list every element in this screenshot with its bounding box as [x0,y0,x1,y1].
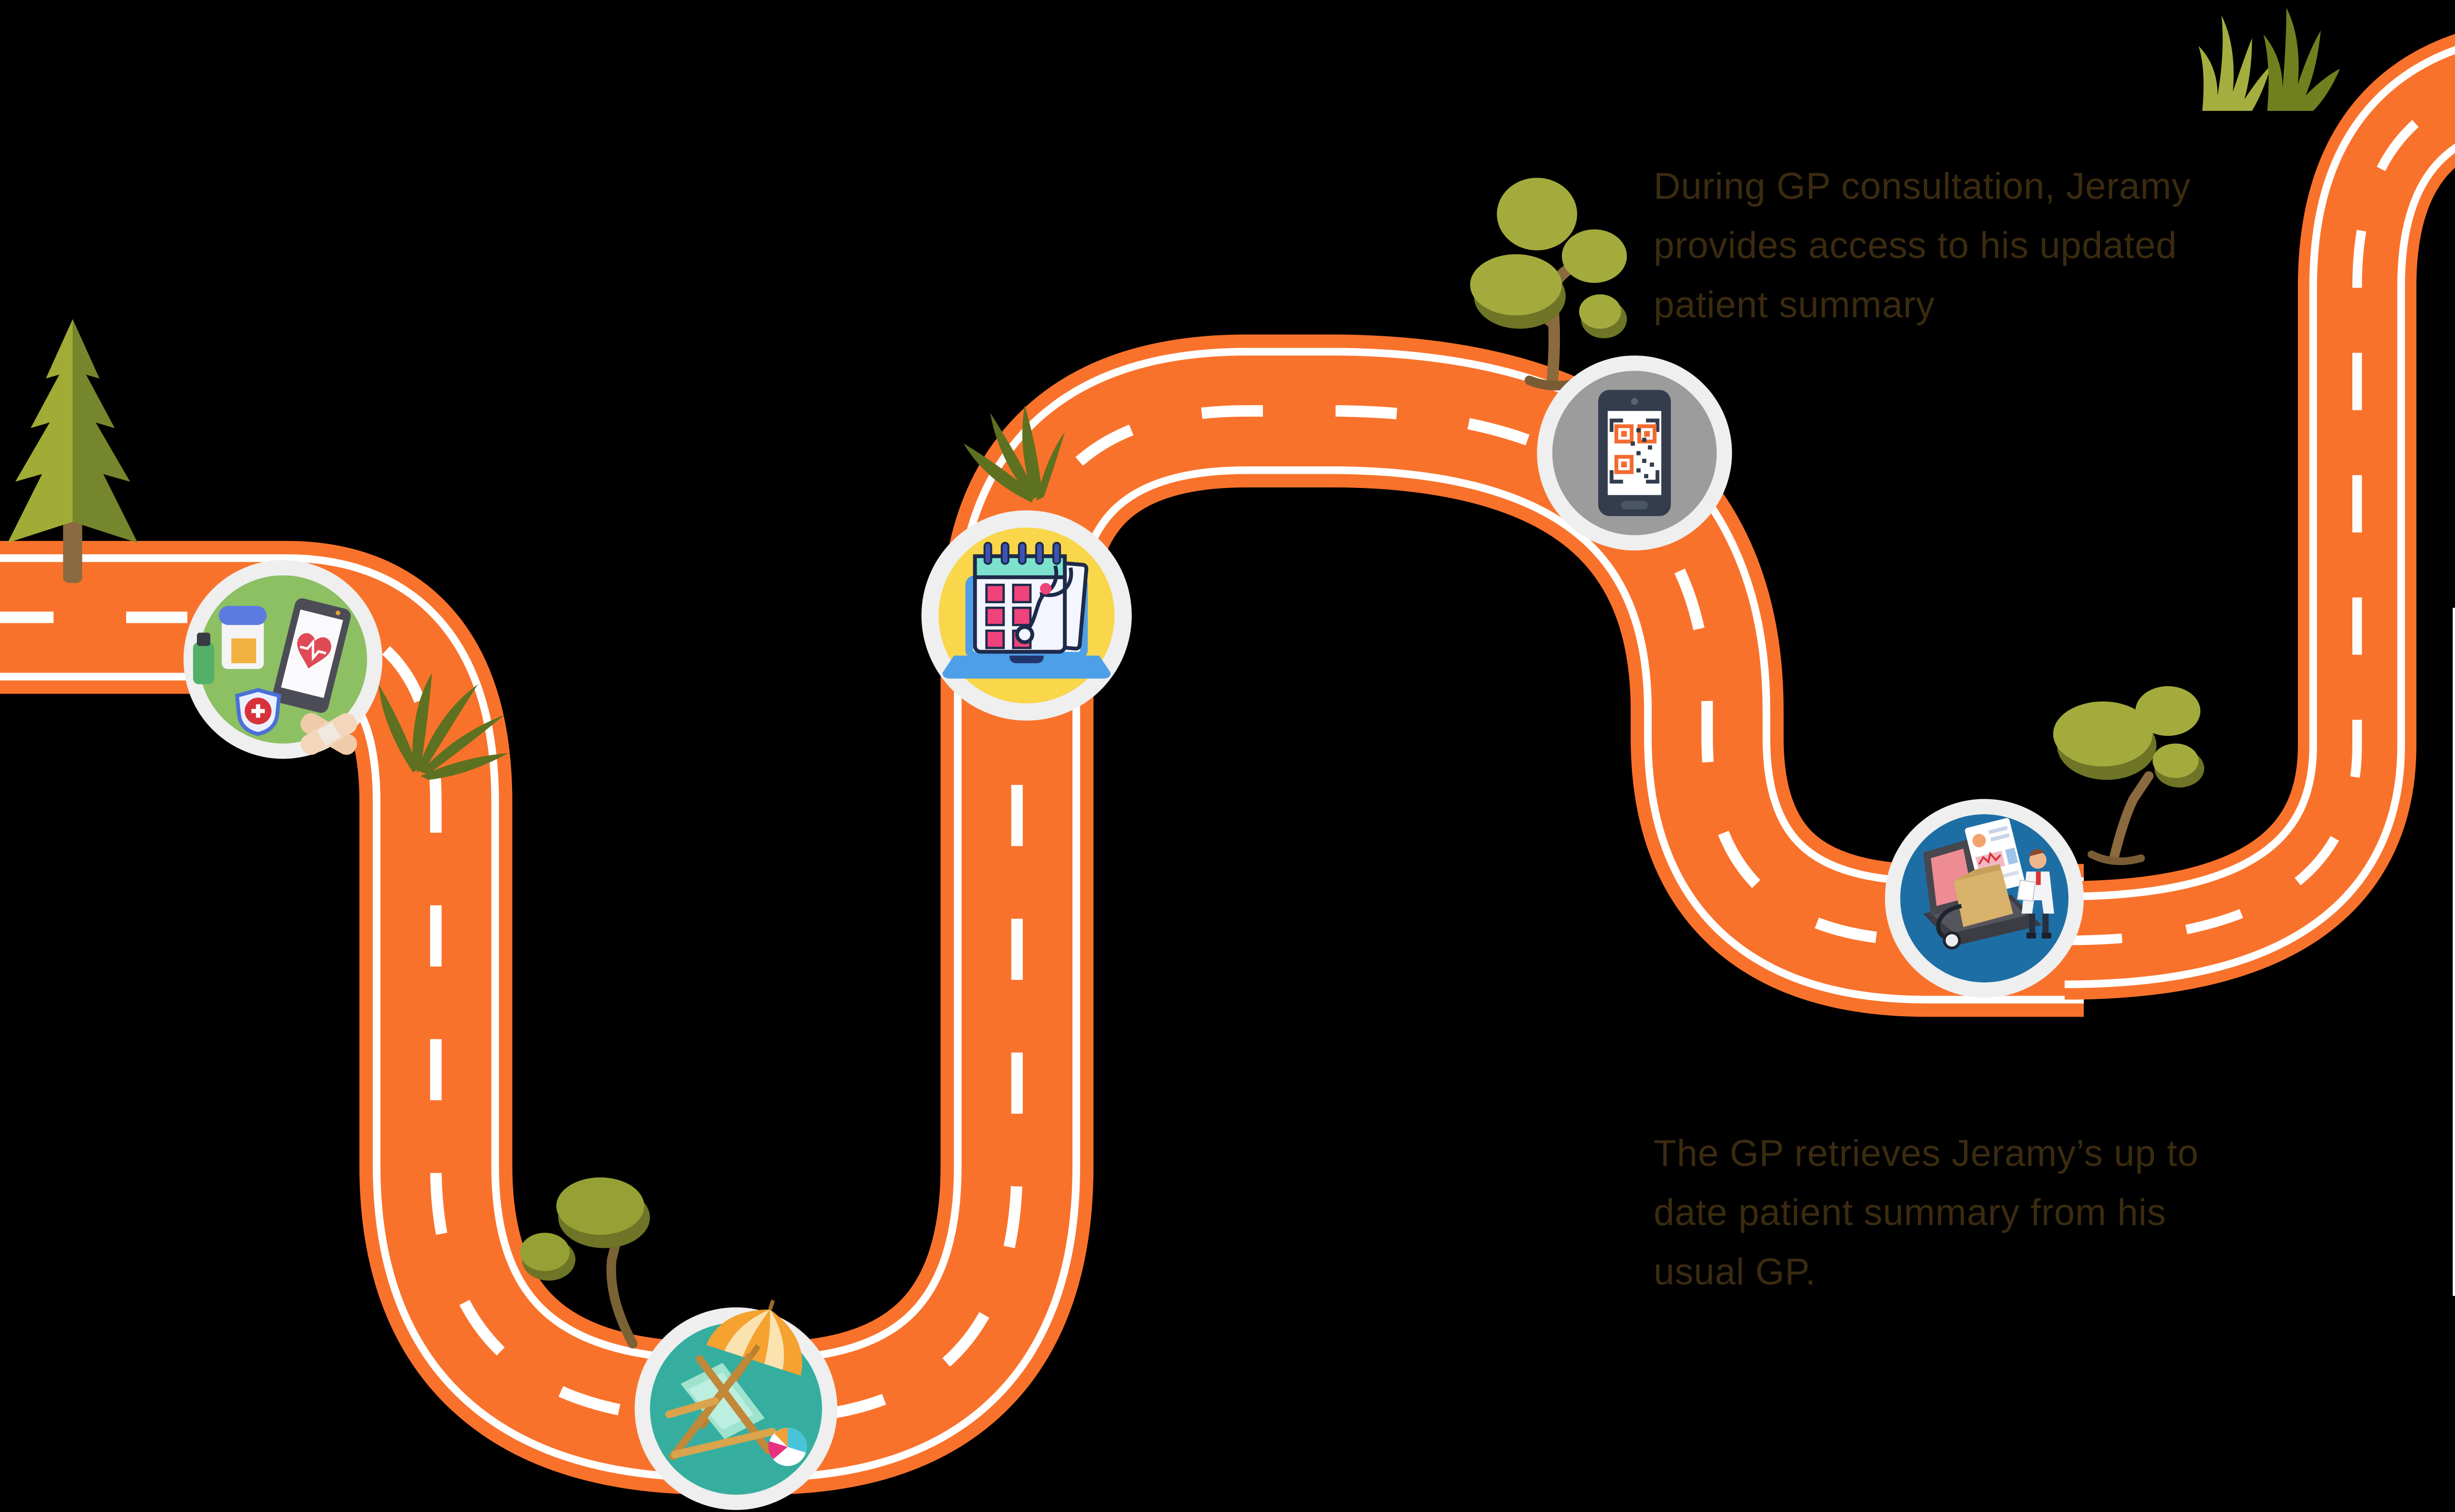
milestone-qr-code [1537,355,1732,551]
qr-code-phone-icon [1598,390,1671,516]
tree-icon [1470,178,1627,391]
tree-icon [2053,686,2205,865]
appointment-calendar-laptop-icon [942,541,1111,679]
grass-tuft-icon [963,405,1065,503]
milestone-patient-record [1884,799,2084,998]
caption-gp-consultation: During GP consultation, Jeramy provides … [1653,166,2191,326]
medication-health-app-icon [193,598,357,755]
pine-tree-icon [7,319,138,583]
patient-record-laptop-icon [1923,818,2054,950]
tree-icon [520,1177,650,1349]
palm-bush-icon [378,673,509,780]
road-center-dashes [2064,92,2455,945]
grass-clump-icon [2198,7,2340,111]
milestone-appointment [921,510,1132,721]
milestone-vacation [634,1299,838,1510]
milestone-medication [183,560,382,759]
doctor-figure [2017,849,2054,939]
white-panel [2453,608,2455,1296]
beach-vacation-icon [665,1299,807,1466]
caption-gp-retrieval: The GP retrieves Jeramy’s up to date pat… [1653,1133,2199,1294]
road-center-dashes [0,405,2084,1424]
